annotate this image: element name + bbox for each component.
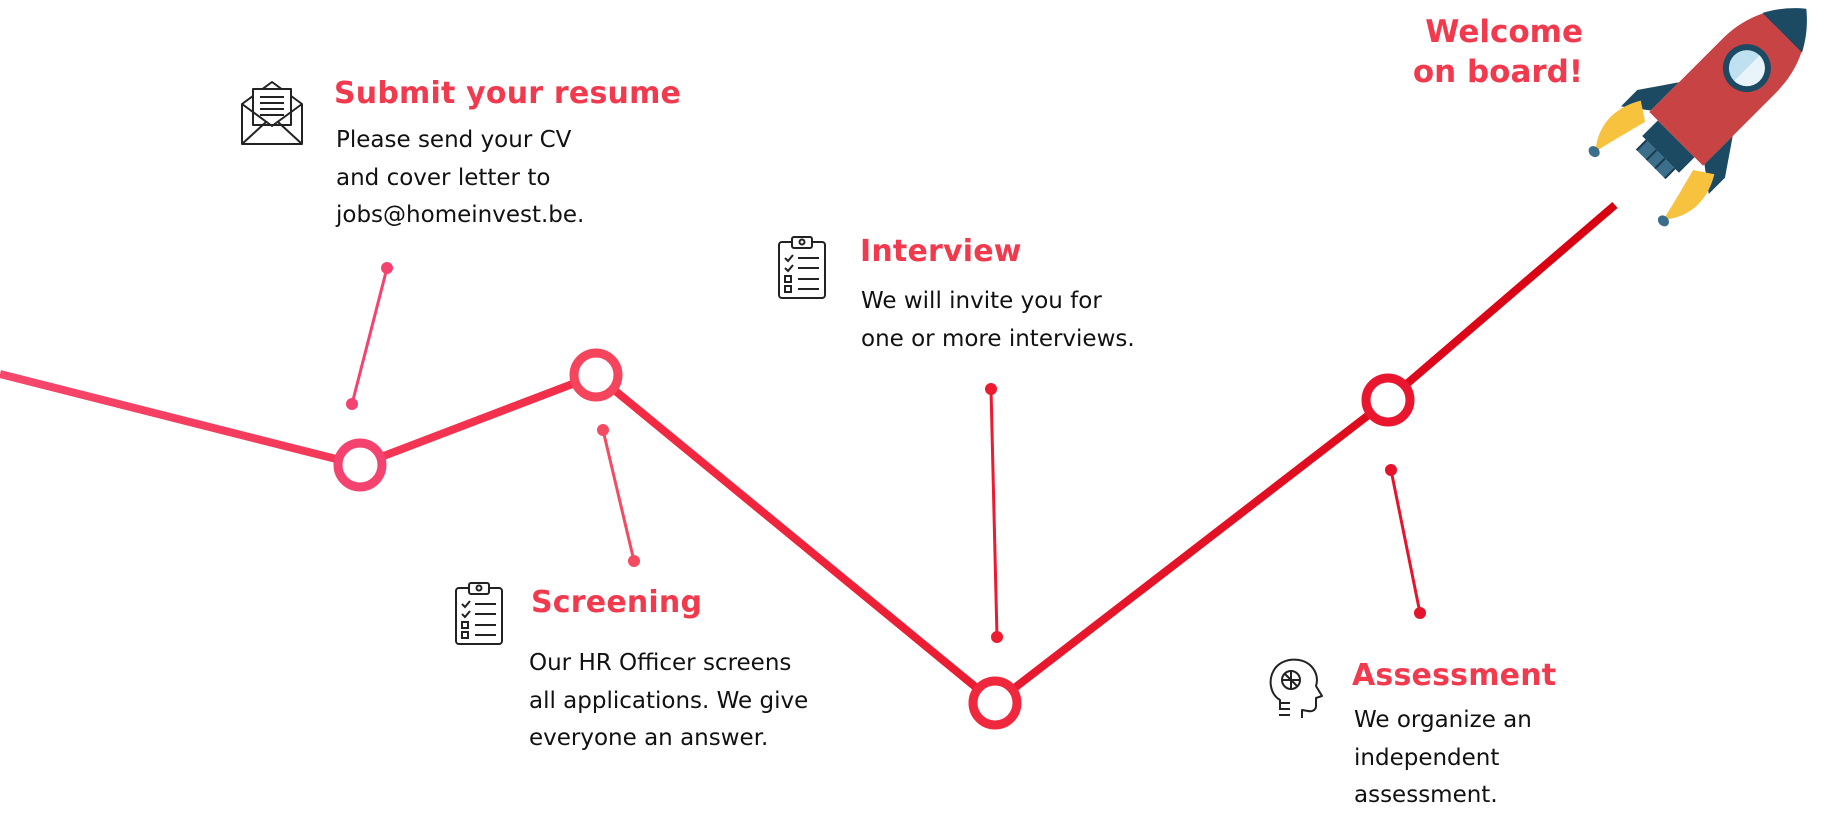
step-desc-submit-resume: Please send your CV and cover letter to … [336,122,584,235]
connector-interview [985,383,1003,643]
desc-line: everyone an answer. [529,725,769,751]
rocket-icon [1588,8,1807,227]
milestone-node-3 [968,676,1022,730]
desc-line: one or more interviews. [861,325,1135,352]
welcome-on-board-text: Welcome on board! [1413,12,1583,92]
step-title-assessment: Assessment [1352,658,1557,693]
envelope-letter-icon [241,81,303,145]
step-title-screening: Screening [531,585,703,620]
desc-line: Our HR Officer screens [529,650,792,676]
desc-line: assessment. [1354,782,1498,808]
step-title-interview: Interview [860,234,1022,269]
milestone-node-1 [333,438,387,492]
desc-line: We organize an [1354,707,1532,733]
connector-submit [346,262,393,410]
journey-path [0,201,1618,707]
head-brain-icon [1269,658,1323,718]
clipboard-checklist-icon [778,236,826,299]
clipboard-checklist-icon [455,582,503,645]
milestone-node-4 [1361,373,1415,427]
desc-line: and cover letter to [336,164,551,191]
desc-line: all applications. We give [529,687,809,714]
milestone-node-2 [569,348,623,402]
step-desc-interview: We will invite you for one or more inter… [861,283,1135,358]
welcome-line-1: Welcome [1425,14,1583,50]
step-desc-assessment: We organize an independent assessment. [1354,702,1532,815]
desc-line: jobs@homeinvest.be. [336,202,585,228]
connector-screening [597,424,640,567]
step-desc-screening: Our HR Officer screens all applications.… [529,645,808,758]
desc-line: We will invite you for [861,288,1102,314]
desc-line: Please send your CV [336,127,572,153]
connector-assessment [1385,464,1426,619]
welcome-line-2: on board! [1412,54,1583,90]
desc-line: independent [1354,744,1500,771]
step-title-submit-resume: Submit your resume [334,76,682,111]
